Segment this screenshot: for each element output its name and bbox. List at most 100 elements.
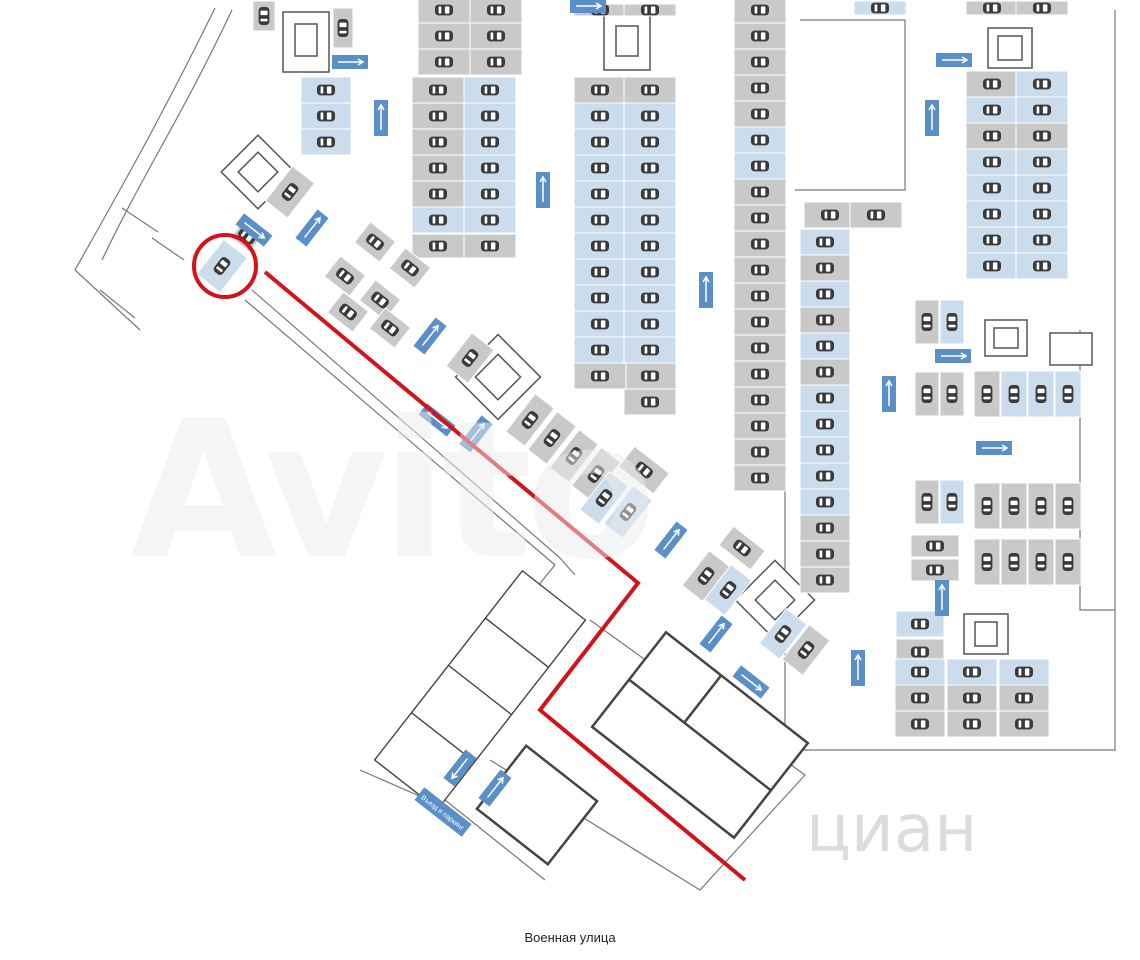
parking-space	[799, 410, 851, 438]
parking-space	[853, 0, 907, 16]
parking-space	[733, 74, 787, 102]
parking-space	[469, 0, 523, 24]
parking-space	[463, 76, 517, 104]
parking-space	[623, 102, 677, 130]
parking-space	[368, 307, 412, 349]
parking-space	[505, 392, 555, 448]
parking-space	[549, 428, 599, 484]
parking-space	[1054, 482, 1082, 530]
parking-space	[781, 623, 831, 677]
parking-space	[939, 371, 965, 417]
parking-space	[733, 360, 787, 388]
parking-space	[1054, 370, 1082, 418]
parking-space	[623, 232, 677, 260]
parking-space	[579, 470, 629, 526]
parking-space	[733, 22, 787, 50]
parking-space	[973, 538, 1001, 586]
parking-space	[1027, 538, 1055, 586]
parking-space	[573, 310, 627, 338]
parking-space	[799, 540, 851, 568]
route-line	[263, 270, 747, 882]
parking-space	[573, 232, 627, 260]
direction-arrow	[975, 440, 1013, 456]
parking-space	[894, 710, 946, 738]
parking-space	[965, 148, 1019, 176]
parking-space	[463, 154, 517, 182]
parking-space	[939, 479, 965, 525]
direction-arrow	[881, 375, 897, 413]
parking-space	[1015, 200, 1069, 228]
parking-space	[733, 334, 787, 362]
parking-space	[799, 384, 851, 412]
parking-space	[733, 308, 787, 336]
parking-space	[914, 479, 940, 525]
parking-space	[910, 534, 960, 558]
parking-space	[326, 291, 370, 333]
parking-space	[703, 563, 753, 617]
parking-spaces	[195, 0, 1082, 738]
parking-space	[799, 228, 851, 256]
parking-space	[623, 206, 677, 234]
parking-space	[894, 684, 946, 712]
parking-space	[803, 201, 857, 229]
parking-space	[1015, 148, 1069, 176]
parking-space	[573, 180, 627, 208]
parking-space	[758, 607, 808, 661]
parking-space	[965, 200, 1019, 228]
parking-space	[300, 76, 352, 104]
parking-space	[411, 180, 465, 208]
parking-space	[353, 221, 397, 263]
parking-space	[914, 299, 940, 345]
direction-arrow	[850, 649, 866, 687]
direction-arrow	[373, 99, 389, 137]
parking-space	[623, 76, 677, 104]
direction-arrow	[331, 54, 369, 70]
parking-space	[799, 514, 851, 542]
parking-space	[1000, 370, 1028, 418]
parking-space	[1015, 226, 1069, 254]
parking-space	[445, 332, 495, 384]
parking-space	[300, 102, 352, 130]
parking-space	[799, 566, 851, 594]
parking-space	[358, 279, 402, 321]
parking-space	[469, 22, 523, 50]
parking-space	[623, 336, 677, 364]
parking-space	[733, 256, 787, 284]
parking-space	[573, 154, 627, 182]
parking-space	[623, 310, 677, 338]
parking-space	[799, 306, 851, 334]
parking-space	[965, 122, 1019, 150]
parking-space	[417, 48, 471, 76]
parking-space	[1015, 174, 1069, 202]
parking-space	[1000, 482, 1028, 530]
selected-space-marker[interactable]	[192, 233, 258, 299]
parking-space	[733, 412, 787, 440]
direction-arrow	[653, 520, 689, 560]
parking-space	[946, 710, 998, 738]
parking-space	[733, 386, 787, 414]
parking-space	[946, 658, 998, 686]
parking-space	[623, 258, 677, 286]
parking-space	[1015, 252, 1069, 280]
parking-space	[623, 154, 677, 182]
parking-space	[527, 410, 577, 466]
parking-space	[323, 255, 367, 297]
parking-space	[264, 165, 316, 219]
parking-space	[1000, 538, 1028, 586]
parking-space	[849, 201, 903, 229]
parking-space	[573, 76, 627, 104]
parking-space	[733, 438, 787, 466]
parking-space	[411, 102, 465, 130]
parking-space	[1027, 482, 1055, 530]
parking-space	[417, 22, 471, 50]
parking-space	[733, 178, 787, 206]
direction-arrow	[698, 271, 714, 309]
parking-space	[623, 128, 677, 156]
parking-space	[733, 126, 787, 154]
direction-arrow	[412, 316, 448, 356]
direction-arrow	[417, 402, 457, 438]
direction-arrow	[698, 614, 734, 654]
parking-space	[733, 100, 787, 128]
parking-space	[195, 238, 249, 294]
